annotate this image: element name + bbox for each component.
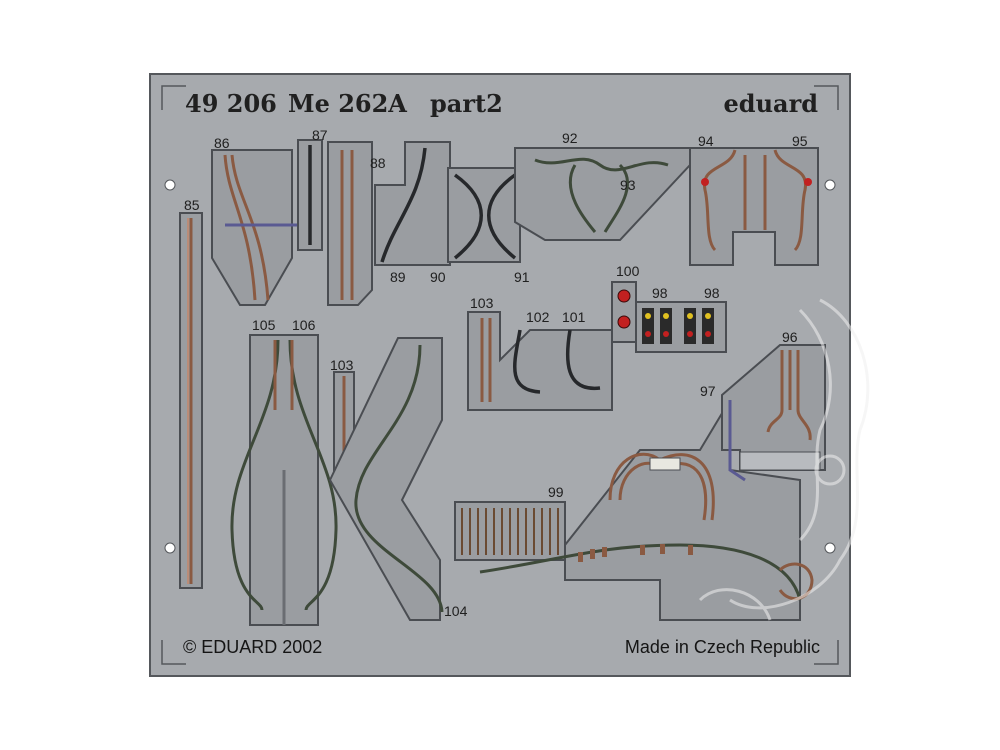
part-number-label: 104 <box>444 603 468 619</box>
part-99 <box>454 501 566 561</box>
part-94-95 <box>689 147 819 266</box>
part-89 <box>374 141 451 266</box>
part-number-label: 98 <box>652 285 668 301</box>
part-105-106 <box>230 334 338 626</box>
part-number-label: 100 <box>616 263 640 279</box>
part-number-label: 106 <box>292 317 316 333</box>
part-number-label: 103 <box>470 295 494 311</box>
sheet-model: Me 262A <box>288 89 407 118</box>
part-number-label: 86 <box>214 135 230 151</box>
part-number-label: 95 <box>792 133 808 149</box>
copyright-text: © EDUARD 2002 <box>183 637 322 657</box>
part-90-91 <box>447 167 521 263</box>
part-harness-large <box>479 396 814 621</box>
part-number-label: 88 <box>370 155 386 171</box>
part-number-label: 90 <box>430 269 446 285</box>
part-number-label: 91 <box>514 269 530 285</box>
part-92-93 <box>514 147 691 241</box>
part-number-label: 94 <box>698 133 714 149</box>
sheet-part: part2 <box>430 89 503 118</box>
part-98 <box>635 301 727 353</box>
part-number-label: 89 <box>390 269 406 285</box>
fret-inner-frame <box>161 85 839 665</box>
part-number-label: 87 <box>312 127 328 143</box>
sheet-code: 49 206 <box>185 89 277 118</box>
origin-text: Made in Czech Republic <box>625 637 820 657</box>
part-number-label: 101 <box>562 309 586 325</box>
part-88 <box>327 141 373 306</box>
part-number-label: 99 <box>548 484 564 500</box>
part-100 <box>611 281 637 343</box>
part-number-label: 97 <box>700 383 716 399</box>
fret-hole <box>164 179 176 191</box>
part-96-97 <box>721 344 826 482</box>
fret-hole <box>824 542 836 554</box>
watermark-seal <box>698 298 870 621</box>
part-number-label: 93 <box>620 177 636 193</box>
part-104 <box>328 337 444 621</box>
part-85 <box>179 212 203 589</box>
part-number-label: 103 <box>330 357 354 373</box>
fret-hole <box>824 179 836 191</box>
fret-hole <box>164 542 176 554</box>
part-number-label: 105 <box>252 317 276 333</box>
part-number-label: 96 <box>782 329 798 345</box>
part-number-label: 85 <box>184 197 200 213</box>
brand-logo: eduard <box>724 89 819 118</box>
part-number-label: 102 <box>526 309 550 325</box>
part-number-label: 98 <box>704 285 720 301</box>
part-101-103 <box>467 311 613 411</box>
part-number-label: 92 <box>562 130 578 146</box>
part-87 <box>297 139 323 251</box>
